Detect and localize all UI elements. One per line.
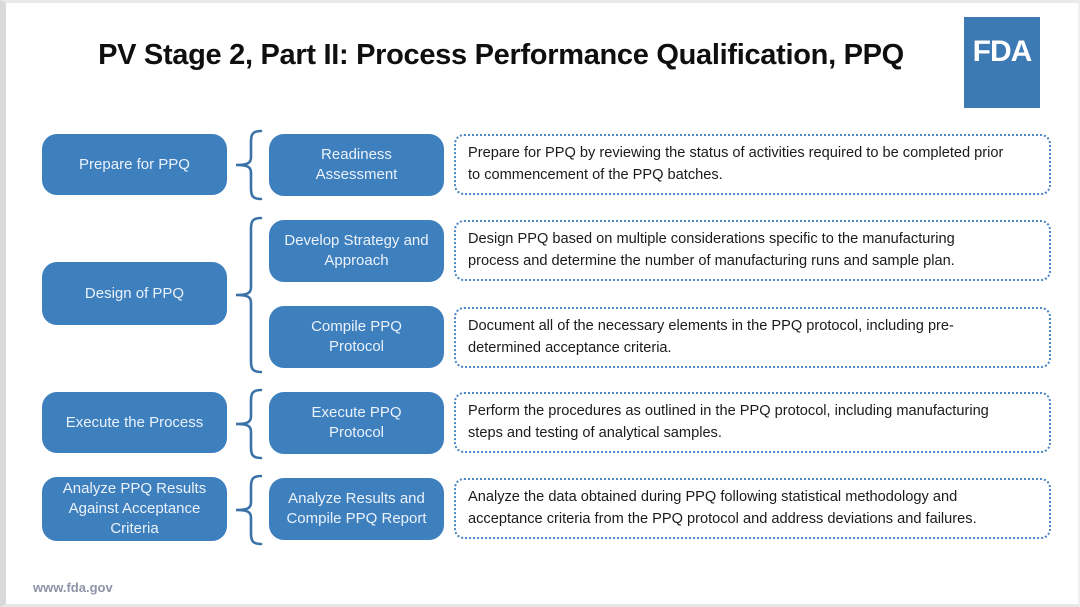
brace-connector [235, 216, 263, 374]
description-readiness-assessment: Prepare for PPQ by reviewing the status … [454, 134, 1051, 195]
brace-connector [235, 129, 263, 201]
step-box-analyze-results: Analyze Results and Compile PPQ Report [269, 478, 444, 540]
brace-connector [235, 388, 263, 460]
description-develop-strategy: Design PPQ based on multiple considerati… [454, 220, 1051, 281]
step-box-execute-protocol: Execute PPQ Protocol [269, 392, 444, 454]
stage-box-analyze: Analyze PPQ Results Against Acceptance C… [42, 477, 227, 541]
fda-logo: FDA [964, 17, 1040, 108]
brace-connector [235, 474, 263, 546]
stage-box-prepare: Prepare for PPQ [42, 134, 227, 195]
footer-url: www.fda.gov [33, 580, 113, 595]
step-box-compile-protocol: Compile PPQ Protocol [269, 306, 444, 368]
fda-logo-text: FDA [972, 35, 1033, 68]
description-analyze-results: Analyze the data obtained during PPQ fol… [454, 478, 1051, 539]
stage-box-design: Design of PPQ [42, 262, 227, 325]
step-box-readiness-assessment: Readiness Assessment [269, 134, 444, 196]
description-execute-protocol: Perform the procedures as outlined in th… [454, 392, 1051, 453]
step-box-develop-strategy: Develop Strategy and Approach [269, 220, 444, 282]
description-compile-protocol: Document all of the necessary elements i… [454, 307, 1051, 368]
stage-box-execute: Execute the Process [42, 392, 227, 453]
page-title: PV Stage 2, Part II: Process Performance… [98, 39, 904, 71]
